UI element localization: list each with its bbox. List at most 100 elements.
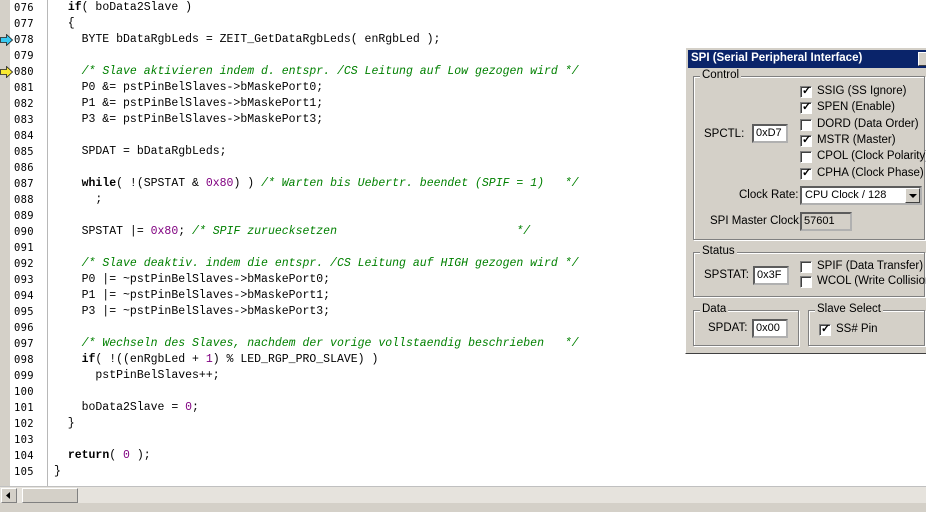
code-line[interactable]: 089 — [0, 208, 926, 224]
spctl-field[interactable]: 0xD7 — [752, 124, 788, 143]
code-line[interactable]: 076 if( boData2Slave ) — [0, 0, 926, 16]
checkbox-ssig[interactable]: ✓SSIG (SS Ignore) — [800, 85, 926, 100]
code-line[interactable]: 094 P1 |= ~pstPinBelSlaves->bMaskePort1; — [0, 288, 926, 304]
line-number: 080 — [14, 66, 34, 78]
scroll-left-button[interactable] — [1, 488, 17, 503]
code-number: 0x80 — [205, 177, 234, 190]
line-number: 102 — [14, 418, 34, 430]
code-line[interactable]: 088 ; — [0, 192, 926, 208]
code-line[interactable]: 082 P1 &= pstPinBelSlaves->bMaskePort1; — [0, 96, 926, 112]
clock-rate-select[interactable]: CPU Clock / 128 — [800, 186, 922, 205]
check-icon: ✓ — [821, 323, 831, 335]
checkbox-box: ✓ — [800, 133, 812, 147]
code-line[interactable]: 103 — [0, 432, 926, 448]
checkbox-wcol[interactable]: WCOL (Write Collision) — [800, 275, 926, 290]
code-text: ; — [54, 193, 102, 207]
spdat-field[interactable]: 0x00 — [752, 319, 788, 338]
code-token: ; — [54, 193, 103, 206]
line-number: 103 — [14, 434, 34, 446]
code-line[interactable]: 097 /* Wechseln des Slaves, nachdem der … — [0, 336, 926, 352]
data-group-label: Data — [700, 303, 729, 315]
line-number: 084 — [14, 130, 34, 142]
line-number: 081 — [14, 82, 34, 94]
status-bar — [0, 503, 926, 512]
spstat-field[interactable]: 0x3F — [753, 266, 789, 285]
code-line[interactable]: 079 — [0, 48, 926, 64]
code-token: ( !((enRgbLed + — [95, 353, 206, 366]
line-number: 098 — [14, 354, 34, 366]
code-line[interactable]: 093 P0 |= ~pstPinBelSlaves->bMaskePort0; — [0, 272, 926, 288]
code-text: while( !(SPSTAT & 0x80) ) /* Warten bis … — [54, 177, 579, 191]
checkbox-spen[interactable]: ✓SPEN (Enable) — [800, 101, 926, 116]
line-number: 095 — [14, 306, 34, 318]
check-icon: ✓ — [802, 133, 812, 146]
checkbox-mstr[interactable]: ✓MSTR (Master) — [800, 134, 926, 149]
code-line[interactable]: 080 /* Slave aktivieren indem d. entspr.… — [0, 64, 926, 80]
code-token: } — [54, 417, 75, 430]
code-line[interactable]: 092 /* Slave deaktiv. indem die entspr. … — [0, 256, 926, 272]
code-line[interactable]: 081 P0 &= pstPinBelSlaves->bMaskePort0; — [0, 80, 926, 96]
line-number: 104 — [14, 450, 34, 462]
check-icon: ✓ — [802, 166, 812, 179]
code-text: if( boData2Slave ) — [54, 1, 192, 15]
dialog-title-bar[interactable]: SPI (Serial Peripheral Interface) — [688, 50, 926, 68]
line-number: 092 — [14, 258, 34, 270]
code-token: ; — [178, 225, 193, 238]
code-text: P0 |= ~pstPinBelSlaves->bMaskePort0; — [54, 273, 330, 287]
code-line[interactable]: 101 boData2Slave = 0; — [0, 400, 926, 416]
code-line[interactable]: 078 BYTE bDataRgbLeds = ZEIT_GetDataRgbL… — [0, 32, 926, 48]
code-text: P1 |= ~pstPinBelSlaves->bMaskePort1; — [54, 289, 330, 303]
code-line[interactable]: 100 — [0, 384, 926, 400]
code-token: boData2Slave = — [54, 401, 186, 414]
code-line[interactable]: 085 SPDAT = bDataRgbLeds; — [0, 144, 926, 160]
code-line[interactable]: 077 { — [0, 16, 926, 32]
code-line[interactable]: 087 while( !(SPSTAT & 0x80) ) /* Warten … — [0, 176, 926, 192]
code-text: pstPinBelSlaves++; — [54, 369, 219, 383]
code-keyword: return — [67, 449, 110, 462]
code-text: } — [54, 417, 75, 431]
checkbox-dord[interactable]: DORD (Data Order) — [800, 118, 926, 133]
horizontal-scrollbar[interactable] — [0, 486, 926, 503]
code-line[interactable]: 083 P3 &= pstPinBelSlaves->bMaskePort3; — [0, 112, 926, 128]
line-number: 094 — [14, 290, 34, 302]
code-token: ; — [192, 401, 199, 414]
code-line[interactable]: 099 pstPinBelSlaves++; — [0, 368, 926, 384]
line-number: 090 — [14, 226, 34, 238]
code-line[interactable]: 102 } — [0, 416, 926, 432]
code-line[interactable]: 090 SPSTAT |= 0x80; /* SPIF zuruecksetze… — [0, 224, 926, 240]
code-line[interactable]: 104 return( 0 ); — [0, 448, 926, 464]
line-number: 086 — [14, 162, 34, 174]
checkbox-spif[interactable]: SPIF (Data Transfer) — [800, 260, 926, 275]
checkbox-label: SPIF (Data Transfer) — [817, 260, 924, 272]
line-number: 096 — [14, 322, 34, 334]
line-number: 083 — [14, 114, 34, 126]
code-token: P0 |= ~pstPinBelSlaves->bMaskePort0; — [54, 273, 331, 286]
code-line[interactable]: 084 — [0, 128, 926, 144]
code-line[interactable]: 091 — [0, 240, 926, 256]
checkbox-cpha[interactable]: ✓CPHA (Clock Phase) — [800, 167, 926, 182]
status-group-label: Status — [700, 245, 737, 257]
current-position-arrow-icon — [0, 34, 13, 46]
code-token — [54, 353, 82, 366]
close-button[interactable] — [918, 52, 926, 66]
line-number: 099 — [14, 370, 34, 382]
ss-pin-checkbox[interactable]: ✓ SS# Pin — [819, 323, 909, 338]
checkbox-cpol[interactable]: CPOL (Clock Polarity) — [800, 150, 926, 165]
code-token: ( — [109, 449, 124, 462]
code-line[interactable]: 105} — [0, 464, 926, 480]
code-comment: /* SPIF zuruecksetzen */ — [192, 225, 531, 238]
code-comment: /* Slave deaktiv. indem die entspr. /CS … — [81, 257, 579, 270]
line-number-gutter — [0, 0, 48, 486]
breakpoint-margin[interactable] — [0, 0, 10, 486]
code-line[interactable]: 096 — [0, 320, 926, 336]
code-line[interactable]: 095 P3 |= ~pstPinBelSlaves->bMaskePort3; — [0, 304, 926, 320]
code-number: 0 — [123, 449, 130, 462]
code-number: 1 — [205, 353, 213, 366]
chevron-down-icon[interactable] — [905, 188, 920, 203]
scroll-thumb[interactable] — [22, 488, 78, 503]
code-text: P3 |= ~pstPinBelSlaves->bMaskePort3; — [54, 305, 330, 319]
code-line[interactable]: 086 — [0, 160, 926, 176]
checkbox-box — [800, 151, 812, 164]
code-line[interactable]: 098 if( !((enRgbLed + 1) % LED_RGP_PRO_S… — [0, 352, 926, 368]
spdat-label: SPDAT: — [708, 322, 748, 334]
